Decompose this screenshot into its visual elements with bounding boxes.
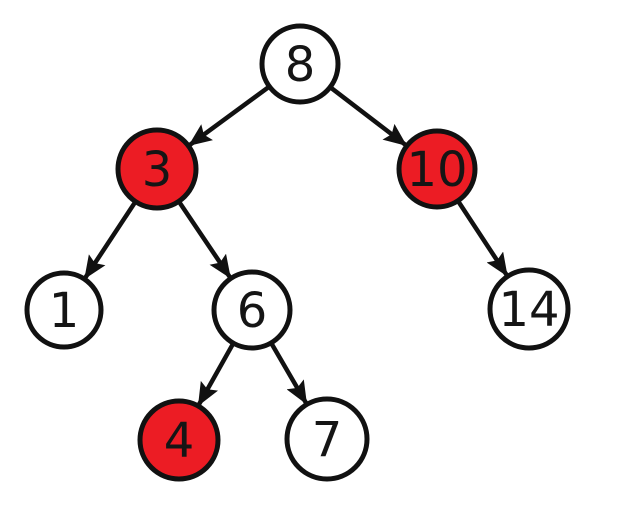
tree-node-label-14: 14 <box>498 282 559 338</box>
tree-node-circle-7 <box>284 396 370 482</box>
tree-edge-3-to-1 <box>83 200 137 280</box>
tree-node-label-6: 6 <box>237 283 268 339</box>
tree-edge-10-to-14 <box>456 199 509 277</box>
tree-node-8: 8 <box>259 23 341 105</box>
tree-node-circle-1 <box>24 270 104 350</box>
tree-node-circle-6 <box>211 269 293 351</box>
tree-node-label-4: 4 <box>164 413 195 469</box>
tree-node-circle-10 <box>396 128 478 210</box>
tree-node-circle-8 <box>259 23 341 105</box>
tree-edge-6-to-4 <box>197 342 235 407</box>
tree-node-1: 1 <box>24 270 104 350</box>
tree-node-label-8: 8 <box>285 37 316 93</box>
tree-node-4: 4 <box>137 398 221 482</box>
tree-edge-8-to-3 <box>188 85 271 147</box>
tree-node-3: 3 <box>115 127 199 211</box>
tree-node-7: 7 <box>284 396 370 482</box>
tree-edge-8-to-10 <box>329 85 408 147</box>
tree-node-10: 10 <box>396 128 478 210</box>
tree-node-circle-3 <box>115 127 199 211</box>
tree-node-14: 14 <box>487 267 571 351</box>
tree-edge-3-to-6 <box>177 200 232 279</box>
tree-node-6: 6 <box>211 269 293 351</box>
tree-node-label-1: 1 <box>49 283 80 339</box>
tree-node-circle-14 <box>487 267 571 351</box>
edges-layer <box>83 85 509 407</box>
tree-node-label-7: 7 <box>312 412 343 468</box>
tree-node-circle-4 <box>137 398 221 482</box>
tree-node-label-10: 10 <box>406 142 467 198</box>
tree-edge-6-to-7 <box>269 341 308 405</box>
tree-node-label-3: 3 <box>142 142 173 198</box>
nodes-layer: 8 3 10 1 6 14 4 7 <box>24 23 571 482</box>
